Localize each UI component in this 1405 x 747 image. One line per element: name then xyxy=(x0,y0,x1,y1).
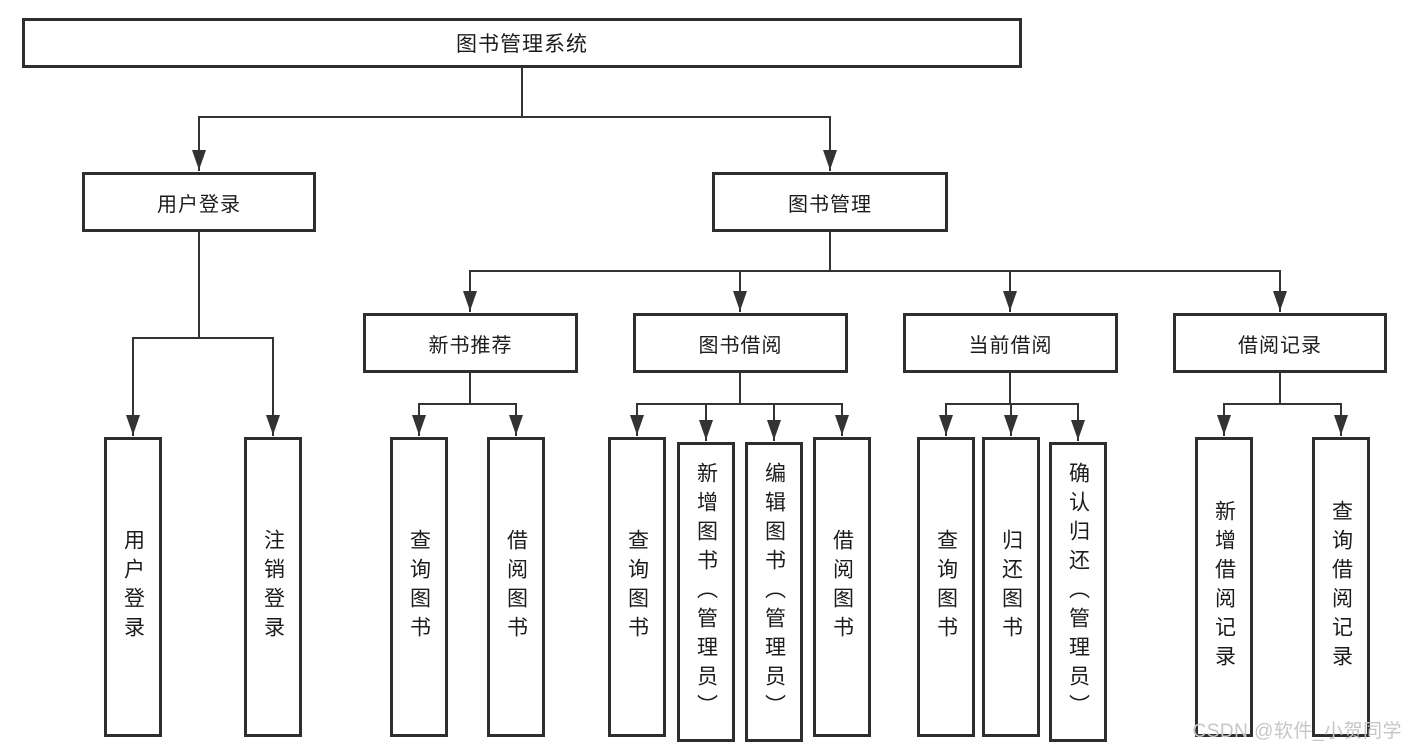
node-label: 借阅图书 xyxy=(830,529,854,645)
node-new-book-recommendation: 新书推荐 xyxy=(363,313,578,373)
node-leaf-br-add-borrow-record: 新增借阅记录 xyxy=(1195,437,1253,737)
wire-borrowing-records-children xyxy=(1217,372,1348,436)
node-leaf-bb-edit-books-admin: 编辑图书（管理员） xyxy=(745,442,803,742)
wire-user-login-children xyxy=(126,231,280,436)
node-label: 查询图书 xyxy=(407,529,431,645)
node-label: 图书管理 xyxy=(788,193,872,216)
node-leaf-bb-borrow-books: 借阅图书 xyxy=(813,437,871,737)
node-label: 用户登录 xyxy=(121,529,145,645)
node-label: 借阅图书 xyxy=(504,529,528,645)
node-leaf-cb-query-books: 查询图书 xyxy=(917,437,975,737)
wire-book-management-to-level2 xyxy=(463,231,1287,312)
node-label: 编辑图书（管理员） xyxy=(762,461,786,723)
node-label: 新增借阅记录 xyxy=(1212,500,1236,674)
node-leaf-user-login: 用户登录 xyxy=(104,437,162,737)
wire-book-borrowing-children xyxy=(630,372,849,441)
node-label: 确认归还（管理员） xyxy=(1066,461,1090,723)
node-label: 注销登录 xyxy=(261,529,285,645)
node-label: 当前借阅 xyxy=(968,334,1053,357)
csdn-watermark: CSDN @软件_小贺同学 xyxy=(1192,721,1402,742)
node-leaf-nbr-borrow-books: 借阅图书 xyxy=(487,437,545,737)
node-leaf-bb-query-books: 查询图书 xyxy=(608,437,666,737)
node-leaf-cb-return-books: 归还图书 xyxy=(982,437,1040,737)
node-label: 查询图书 xyxy=(625,529,649,645)
node-label: 用户登录 xyxy=(157,193,241,216)
node-user-login: 用户登录 xyxy=(82,172,316,232)
node-label: 新书推荐 xyxy=(428,334,513,357)
node-borrowing-records: 借阅记录 xyxy=(1173,313,1387,373)
node-leaf-br-query-borrow-record: 查询借阅记录 xyxy=(1312,437,1370,737)
node-label: 查询图书 xyxy=(934,529,958,645)
node-label: 归还图书 xyxy=(999,529,1023,645)
node-leaf-nbr-query-books: 查询图书 xyxy=(390,437,448,737)
node-leaf-cb-confirm-return-admin: 确认归还（管理员） xyxy=(1049,442,1107,742)
node-label: 新增图书（管理员） xyxy=(694,461,718,723)
node-leaf-logout: 注销登录 xyxy=(244,437,302,737)
node-book-management: 图书管理 xyxy=(712,172,948,232)
wire-new-book-recommendation-children xyxy=(412,372,523,436)
node-label: 图书借阅 xyxy=(698,334,783,357)
node-book-borrowing: 图书借阅 xyxy=(633,313,848,373)
node-label: 查询借阅记录 xyxy=(1329,500,1353,674)
node-leaf-bb-add-books-admin: 新增图书（管理员） xyxy=(677,442,735,742)
node-label: 图书管理系统 xyxy=(456,33,588,56)
wire-root-to-level1 xyxy=(192,67,837,171)
node-label: 借阅记录 xyxy=(1238,334,1322,357)
node-current-borrowing: 当前借阅 xyxy=(903,313,1118,373)
wire-current-borrowing-children xyxy=(939,372,1085,441)
node-library-management-system: 图书管理系统 xyxy=(22,18,1022,68)
